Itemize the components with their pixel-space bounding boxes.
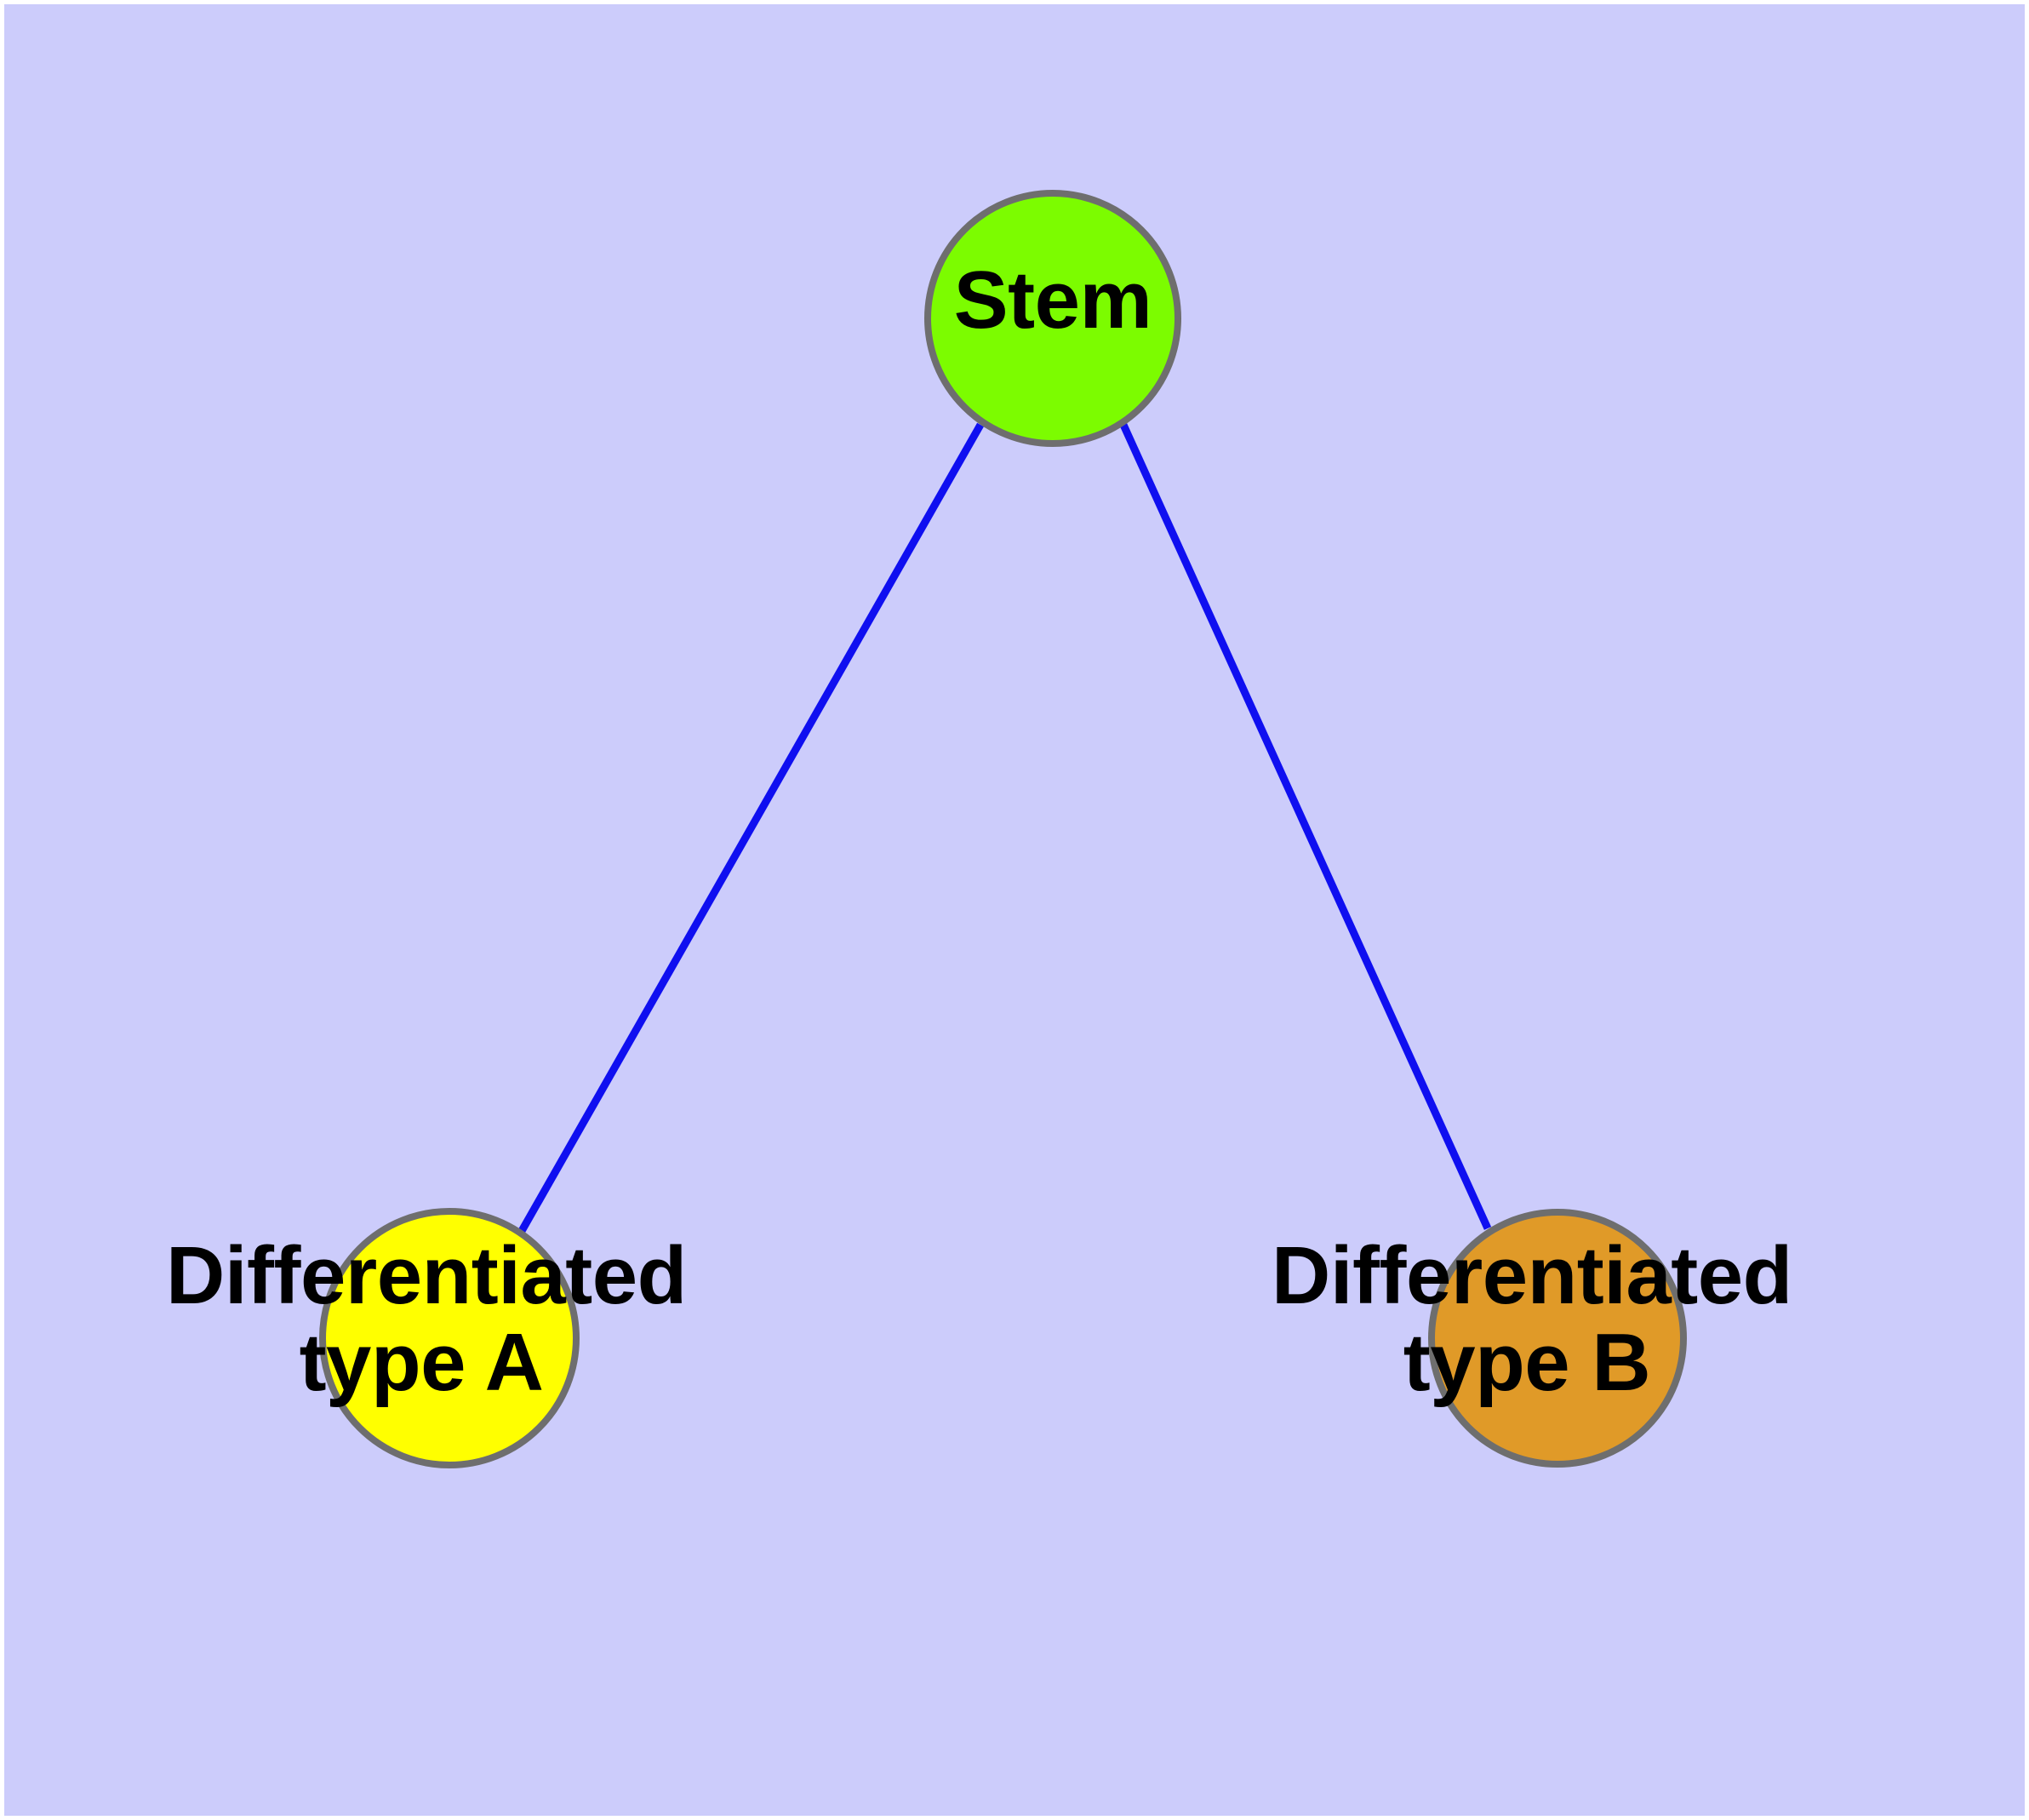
edge-layer: [518, 422, 1492, 1233]
edge-stem-to-differentiated-type-b: [1119, 423, 1492, 1230]
node-differentiated-type-b[interactable]: [1428, 1209, 1687, 1468]
node-layer: [319, 190, 1687, 1468]
node-stem[interactable]: [924, 190, 1181, 447]
edge-stem-to-differentiated-type-a: [518, 422, 984, 1233]
node-differentiated-type-a[interactable]: [319, 1208, 580, 1468]
